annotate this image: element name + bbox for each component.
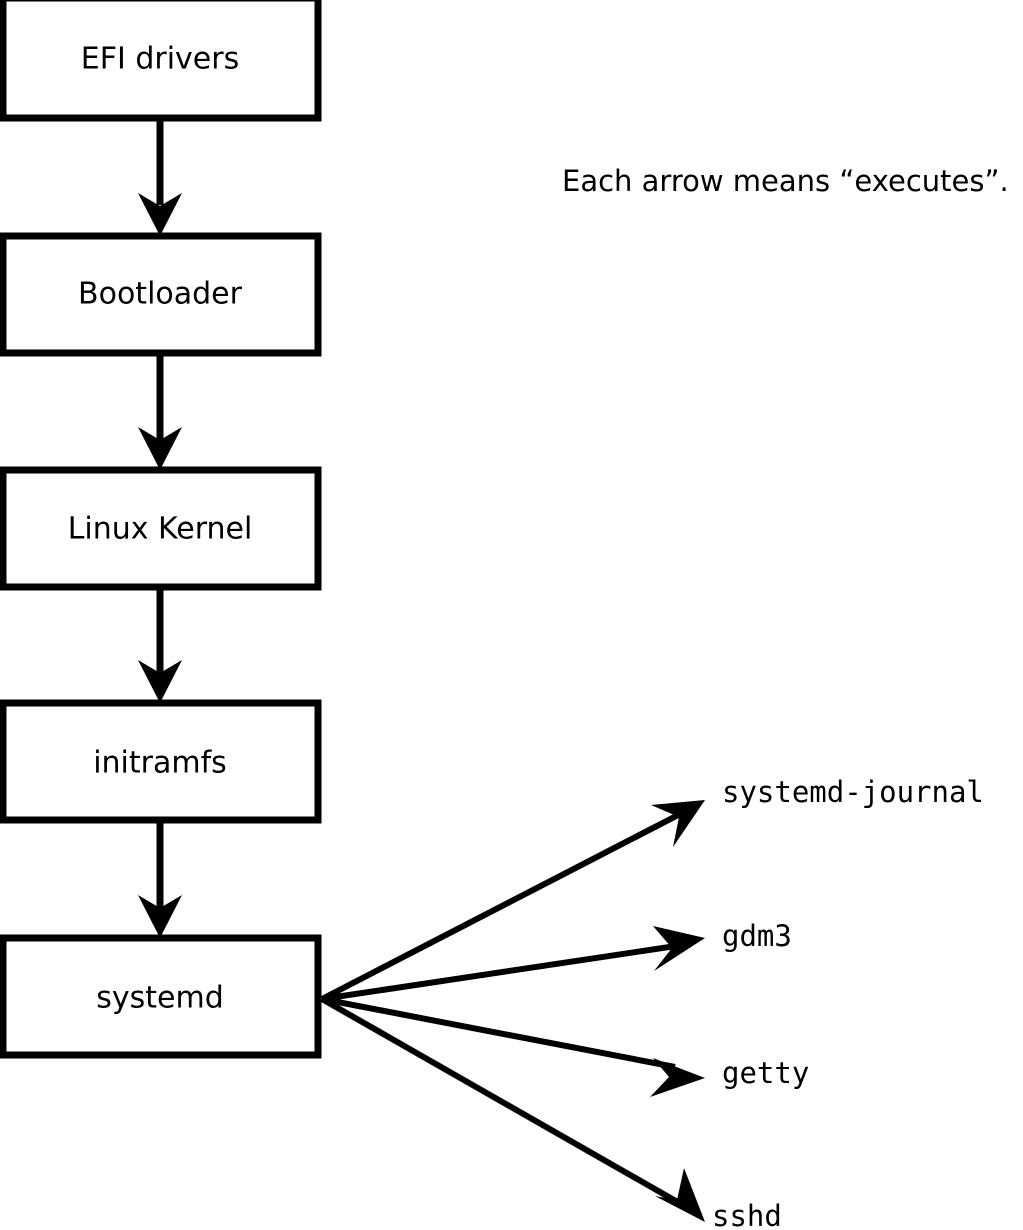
fan-arrow-getty bbox=[321, 996, 705, 1097]
flow-arrow-efi-to-bootloader bbox=[138, 118, 182, 236]
stage-box-bootloader[interactable]: Bootloader bbox=[0, 232, 322, 357]
stage-label-efi-drivers: EFI drivers bbox=[81, 42, 239, 77]
process-label-gdm3: gdm3 bbox=[722, 919, 792, 953]
stage-label-systemd: systemd bbox=[96, 981, 224, 1016]
stage-box-initramfs[interactable]: initramfs bbox=[0, 699, 322, 824]
stage-box-systemd[interactable]: systemd bbox=[0, 934, 322, 1059]
stage-box-linux-kernel[interactable]: Linux Kernel bbox=[0, 466, 322, 591]
annotation-text: Each arrow means “executes”. bbox=[562, 164, 1009, 198]
stage-label-linux-kernel: Linux Kernel bbox=[68, 512, 253, 547]
flow-arrow-bootloader-to-kernel bbox=[138, 353, 182, 470]
fan-arrow-systemd-journal bbox=[320, 800, 705, 1002]
flow-arrow-initramfs-to-systemd bbox=[138, 820, 182, 938]
stage-label-initramfs: initramfs bbox=[93, 746, 227, 781]
fan-arrow-sshd bbox=[320, 996, 705, 1222]
process-label-sshd: sshd bbox=[712, 1199, 782, 1230]
fan-arrow-gdm3 bbox=[321, 926, 705, 1002]
process-label-getty: getty bbox=[722, 1056, 809, 1090]
stage-box-efi-drivers[interactable]: EFI drivers bbox=[0, 0, 322, 122]
flow-arrow-kernel-to-initramfs bbox=[138, 587, 182, 703]
stage-label-bootloader: Bootloader bbox=[78, 277, 243, 312]
process-label-systemd-journal: systemd-journal bbox=[722, 775, 984, 809]
